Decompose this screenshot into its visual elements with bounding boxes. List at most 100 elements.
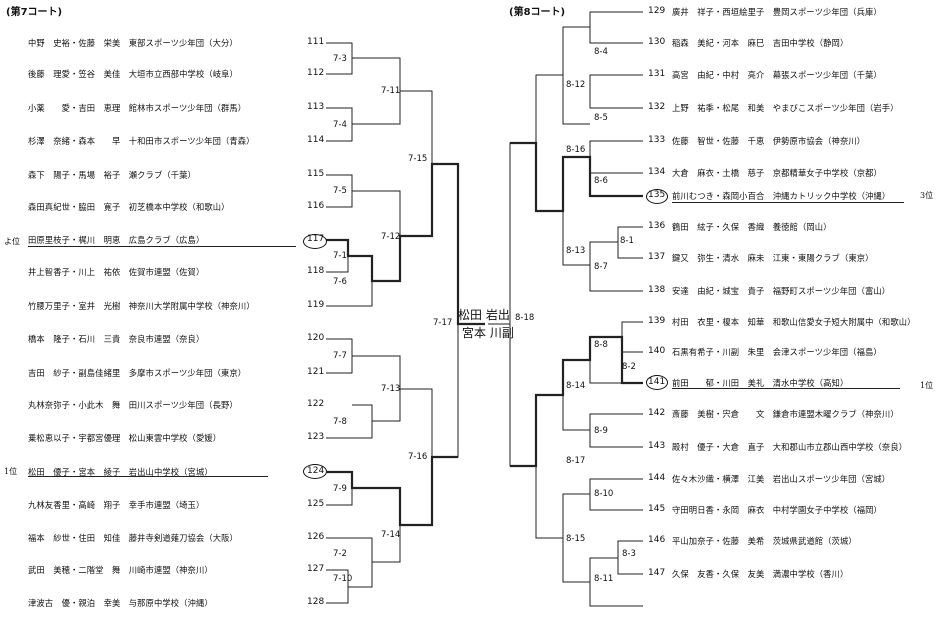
- court7-match-label: 7-16: [408, 452, 428, 462]
- final-handwritten-note: 宮本 川副: [462, 326, 514, 340]
- court8-entry-text: 高宮 由紀・中村 亮介 幕張スポーツ少年団（千葉）: [672, 70, 882, 80]
- court8-match-label: 8-18: [515, 313, 535, 323]
- margin-note-place: 3位: [920, 191, 934, 200]
- court8-entry-text: 稲森 美紀・河本 麻巳 吉田中学校（静岡）: [672, 38, 849, 48]
- court7-entry-number: 120: [307, 333, 325, 343]
- court7-match-label: 7-4: [333, 120, 347, 130]
- court7-entry-number: 119: [307, 300, 325, 310]
- court7-entry-number: 126: [307, 532, 325, 542]
- margin-note-place: 1位: [920, 381, 934, 390]
- winner-underline: [28, 476, 268, 477]
- court7-entry-text: 森下 陽子・馬場 裕子 瀬クラブ（千葉）: [28, 170, 196, 180]
- court8-entry-text: 守田明日香・永岡 麻衣 中村学園女子中学校（福岡）: [672, 505, 882, 515]
- court8-entry-text: 鶴田 絃子・久保 香織 養徳館（岡山）: [672, 222, 832, 232]
- court7-entry-text: 福本 紗世・住田 知佳 藤井寺剣道薙刀協会（大阪）: [28, 533, 238, 543]
- court8-match-label: 8-10: [594, 489, 614, 499]
- court8-entry-number: 139: [648, 316, 666, 326]
- court7-entry-text: 武田 美穂・二階堂 舞 川崎市連盟（神奈川）: [28, 565, 213, 575]
- court8-entry-text: 前田 郁・川田 美礼 清水中学校（高知）: [672, 378, 849, 388]
- court8-entry-text: 佐々木沙織・横澤 江美 岩出山スポーツ少年団（宮城）: [672, 474, 891, 484]
- court8-entry-number: 144: [648, 473, 666, 483]
- court8-entry-text: 上野 祐季・松尾 和美 やまびこスポーツ少年団（岩手）: [672, 103, 899, 113]
- court8-entry-number: 129: [648, 6, 666, 16]
- court7-match-label: 7-7: [333, 351, 347, 361]
- court8-entry-text: 佐藤 智世・佐藤 千恵 伊勢原市協会（神奈川）: [672, 136, 866, 146]
- court7-entry-number: 123: [307, 432, 325, 442]
- circle-mark: [303, 234, 327, 249]
- court8-entry-number: 137: [648, 252, 666, 262]
- circle-mark: [646, 375, 668, 390]
- court7-match-label: 7-5: [333, 186, 347, 196]
- court8-match-label: 8-17: [566, 456, 586, 466]
- court7-match-label: 7-9: [333, 484, 347, 494]
- court8-entry-number: 138: [648, 285, 666, 295]
- court8-entry-text: 大倉 麻衣・土橋 慈子 京都精華女子中学校（京都）: [672, 168, 882, 178]
- margin-note-place: よ位: [4, 237, 20, 246]
- court8-entry-number: 140: [648, 346, 666, 356]
- court7-entry-number: 122: [307, 399, 325, 409]
- court8-entry-text: 石黒有希子・川副 朱里 会津スポーツ少年団（福島）: [672, 347, 882, 357]
- court8-entry-text: 久保 友香・久保 友美 満濃中学校（香川）: [672, 569, 849, 579]
- court7-entry-text: 松田 優子・宮本 綾子 岩出山中学校（宮城）: [28, 467, 213, 477]
- court7-match-label: 7-1: [333, 251, 347, 261]
- court7-entry-number: 125: [307, 499, 325, 509]
- court7-match-label: 7-17: [433, 318, 453, 328]
- court8-match-label: 8-7: [594, 262, 608, 272]
- court7-entry-number: 111: [307, 37, 325, 47]
- court7-entry-number: 116: [307, 201, 325, 211]
- court7-entry-text: 杉澤 奈緒・森本 早 十和田市スポーツ少年団（青森）: [28, 136, 255, 146]
- court7-entry-text: 中野 史裕・佐藤 栄美 東部スポーツ少年団（大分）: [28, 38, 238, 48]
- court7-entry-text: 田原里枝子・梶川 明恵 広島クラブ（広島）: [28, 235, 205, 245]
- court7-match-label: 7-2: [333, 549, 347, 559]
- court8-match-label: 8-8: [594, 340, 608, 350]
- court7-match-label: 7-11: [381, 86, 401, 96]
- circle-mark: [646, 189, 668, 204]
- court7-entry-number: 114: [307, 135, 325, 145]
- court7-entry-text: 竹腰万里子・室井 光樹 神奈川大学附属中学校（神奈川）: [28, 301, 255, 311]
- court8-match-label: 8-11: [594, 574, 614, 584]
- court8-entry-text: 前川むつき・森岡小百合 沖縄カトリック中学校（沖縄）: [672, 191, 891, 201]
- court7-match-label: 7-8: [333, 417, 347, 427]
- court8-entry-number: 142: [648, 408, 666, 418]
- court8-match-label: 8-12: [566, 80, 586, 90]
- court8-entry-number: 145: [648, 504, 666, 514]
- court7-entry-text: 森田真紀世・脇田 寛子 初芝橋本中学校（和歌山）: [28, 202, 230, 212]
- court8-match-label: 8-14: [566, 381, 586, 391]
- court7-entry-text: 後藤 理愛・笠谷 美佳 大垣市立西部中学校（岐阜）: [28, 69, 238, 79]
- court7-entry-number: 118: [307, 266, 325, 276]
- court8-entry-text: 鍵又 弥生・清水 麻未 江東・東陽クラブ（東京）: [672, 253, 874, 263]
- court8-entry-number: 133: [648, 135, 666, 145]
- court8-entry-text: 斎藤 美樹・宍倉 文 鎌倉市連盟木曜クラブ（神奈川）: [672, 409, 899, 419]
- court8-match-label: 8-16: [566, 145, 586, 155]
- court7-entry-text: 吉田 紗子・副島佳緒里 多摩市スポーツ少年団（東京）: [28, 368, 247, 378]
- court7-match-label: 7-3: [333, 54, 347, 64]
- court8-entry-number: 130: [648, 37, 666, 47]
- court8-entry-text: 平山加奈子・佐藤 美希 茨城県武道館（茨城）: [672, 536, 857, 546]
- court8-entry-number: 131: [648, 69, 666, 79]
- court8-entry-number: 146: [648, 535, 666, 545]
- court8-match-label: 8-13: [566, 246, 586, 256]
- court8-entry-number: 147: [648, 568, 666, 578]
- final-handwritten-note: 松田 岩出: [458, 308, 510, 322]
- court7-match-label: 7-15: [408, 154, 428, 164]
- court7-entry-text: 橋本 隆子・石川 三貴 奈良市連盟（奈良）: [28, 334, 205, 344]
- court8-entry-number: 134: [648, 167, 666, 177]
- winner-underline: [28, 246, 296, 247]
- court7-match-label: 7-12: [381, 232, 401, 242]
- court7-entry-text: 津波古 優・親泊 幸美 与那原中学校（沖縄）: [28, 598, 213, 608]
- margin-note-place: 1位: [4, 467, 18, 476]
- court7-entry-number: 128: [307, 597, 325, 607]
- court8-match-label: 8-6: [594, 176, 608, 186]
- court8-entry-text: 村田 衣里・榎本 知華 和歌山信愛女子短大附属中（和歌山）: [672, 317, 916, 327]
- court7-title: (第7コート): [6, 7, 63, 18]
- court8-entry-text: 廣井 祥子・西垣絵里子 豊岡スポーツ少年団（兵庫）: [672, 7, 882, 17]
- court8-entry-text: 安達 由紀・城宝 貴子 福野町スポーツ少年団（富山）: [672, 286, 891, 296]
- court7-entry-number: 115: [307, 169, 325, 179]
- court8-match-label: 8-5: [594, 113, 608, 123]
- winner-underline: [672, 388, 900, 389]
- court8-match-label: 8-1: [620, 236, 634, 246]
- court7-entry-text: 九林友香里・高崎 翔子 幸手市連盟（埼玉）: [28, 500, 205, 510]
- court7-match-label: 7-6: [333, 277, 347, 287]
- court8-match-label: 8-4: [594, 47, 608, 57]
- court7-entry-text: 丸林奈弥子・小此木 舞 田川スポーツ少年団（長野）: [28, 400, 238, 410]
